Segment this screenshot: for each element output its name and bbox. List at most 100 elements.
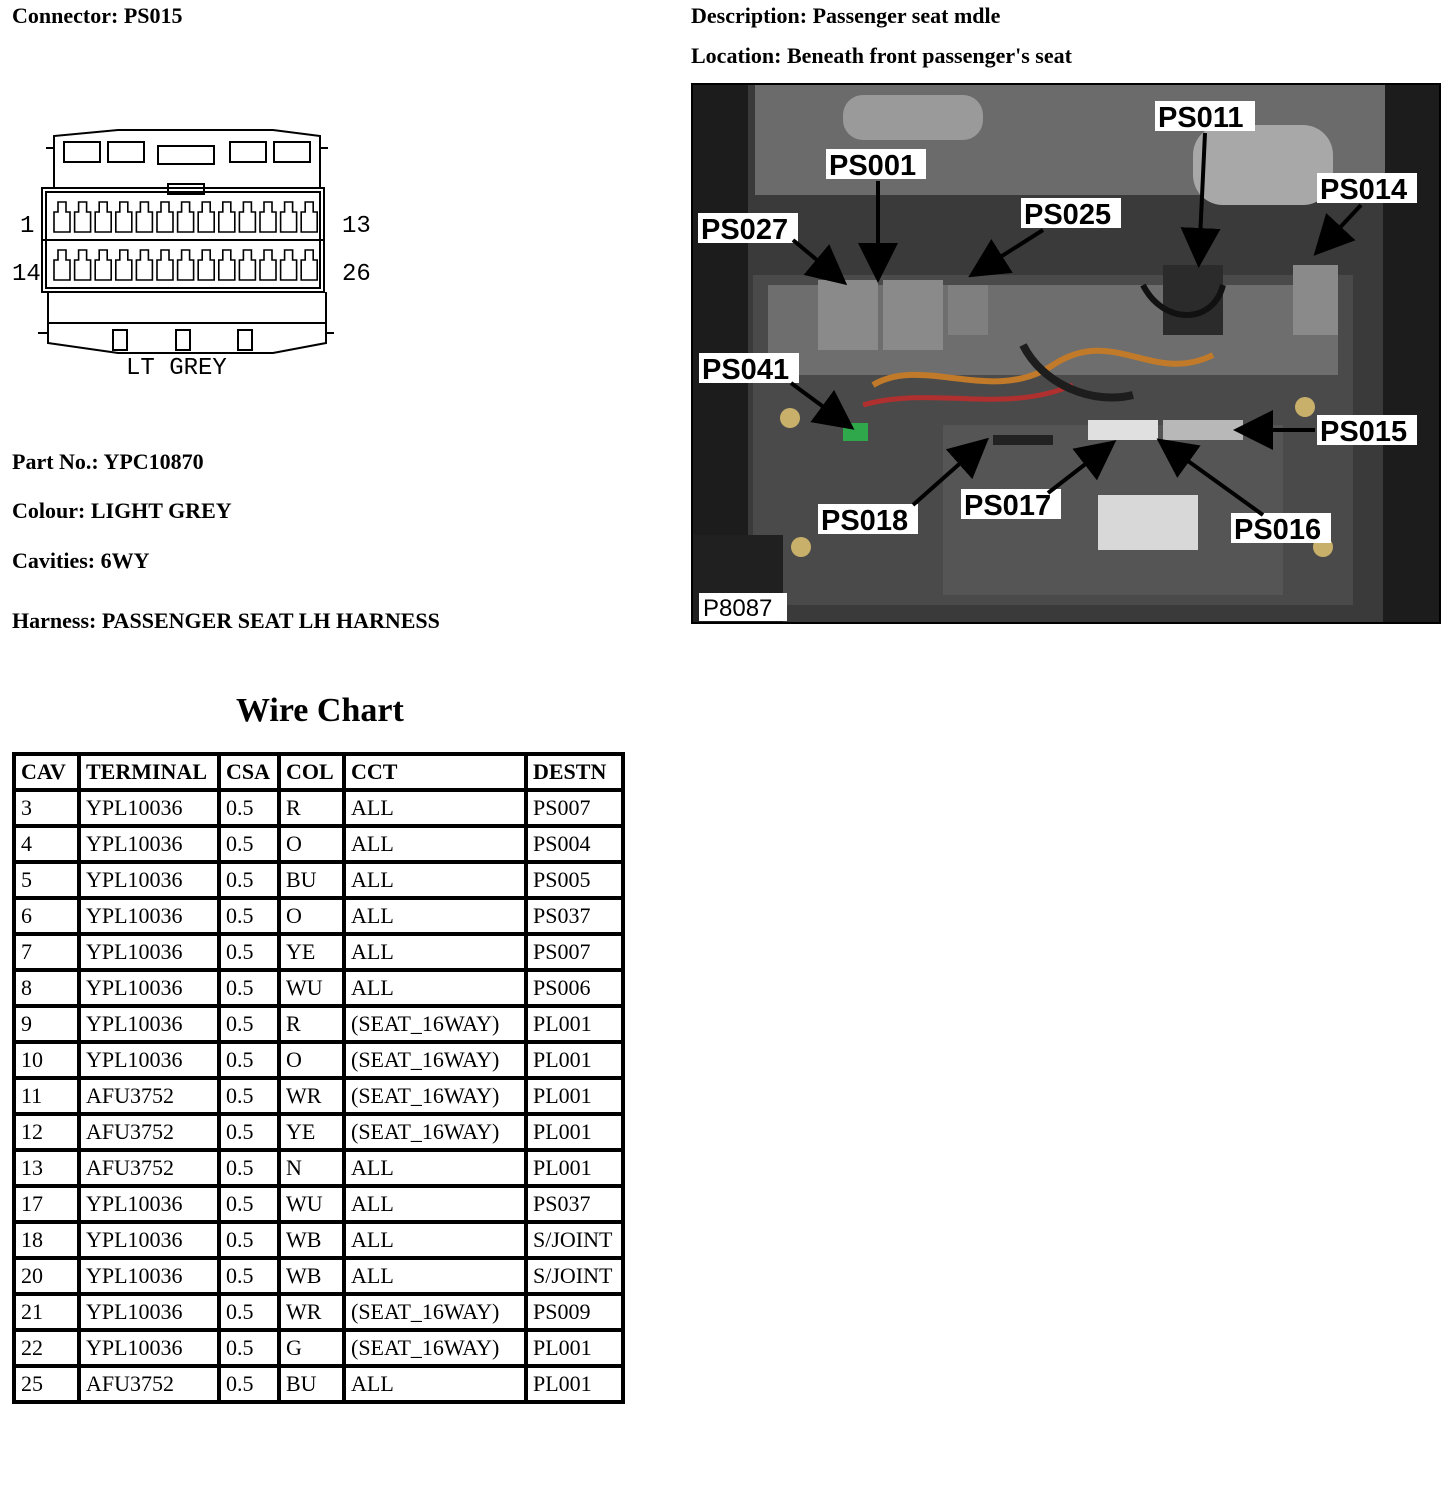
table-cell: PS004: [528, 828, 621, 860]
table-cell: S/JOINT: [528, 1260, 621, 1292]
table-cell: PS006: [528, 972, 621, 1004]
table-cell: 0.5: [221, 1188, 277, 1220]
cavity: [176, 201, 195, 233]
column-header-cct: CCT: [346, 756, 524, 788]
table-cell: 20: [16, 1260, 77, 1292]
table-cell: YPL10036: [81, 1296, 217, 1328]
table-cell: 12: [16, 1116, 77, 1148]
pin-label-14: 14: [12, 261, 41, 288]
table-cell: 0.5: [221, 1224, 277, 1256]
callout-ps018: PS018: [821, 505, 908, 537]
table-cell: (SEAT_16WAY): [346, 1044, 524, 1076]
table-cell: YPL10036: [81, 864, 217, 896]
table-cell: O: [281, 900, 342, 932]
table-cell: 0.5: [221, 864, 277, 896]
cavity: [156, 249, 174, 281]
table-cell: (SEAT_16WAY): [346, 1332, 524, 1364]
pin-label-13: 13: [342, 213, 371, 240]
table-cell: 11: [16, 1080, 77, 1112]
table-cell: WU: [281, 1188, 342, 1220]
cavity: [218, 249, 236, 281]
callout-ps001: PS001: [829, 150, 916, 182]
cavity: [197, 249, 215, 281]
table-cell: AFU3752: [81, 1368, 217, 1400]
table-cell: YPL10036: [81, 1188, 217, 1220]
cavity: [53, 201, 71, 233]
table-cell: 10: [16, 1044, 77, 1076]
table-cell: PL001: [528, 1368, 621, 1400]
cavity: [94, 201, 112, 233]
table-cell: PS007: [528, 792, 621, 824]
description-value: Passenger seat mdle: [812, 3, 1001, 28]
wire-chart-title: Wire Chart: [236, 692, 404, 729]
cavity: [238, 201, 257, 233]
cavity: [115, 249, 133, 281]
table-cell: ALL: [346, 900, 524, 932]
table-cell: ALL: [346, 1260, 524, 1292]
column-header-csa: CSA: [221, 756, 277, 788]
table-cell: YPL10036: [81, 792, 217, 824]
callout-ps014: PS014: [1320, 174, 1407, 206]
cavity: [300, 249, 318, 281]
cavity-row-bottom: [53, 249, 318, 281]
table-cell: 0.5: [221, 792, 277, 824]
table-cell: R: [281, 1008, 342, 1040]
cavity: [156, 201, 174, 233]
table-cell: WU: [281, 972, 342, 1004]
table-cell: ALL: [346, 864, 524, 896]
table-cell: PL001: [528, 1044, 621, 1076]
table-cell: 8: [16, 972, 77, 1004]
table-cell: 0.5: [221, 972, 277, 1004]
table-cell: ALL: [346, 1224, 524, 1256]
column-header-terminal: TERMINAL: [81, 756, 217, 788]
table-cell: ALL: [346, 936, 524, 968]
table-cell: 3: [16, 792, 77, 824]
table-cell: AFU3752: [81, 1116, 217, 1148]
cavity: [300, 201, 318, 233]
column-header-col: COL: [281, 756, 342, 788]
cavity: [135, 249, 154, 281]
cavity: [176, 249, 195, 281]
cavity: [238, 249, 257, 281]
connector-id: PS015: [123, 3, 183, 28]
callout-ps011: PS011: [1158, 102, 1243, 134]
table-cell: 4: [16, 828, 77, 860]
colour-value: LIGHT GREY: [90, 498, 232, 523]
table-cell: AFU3752: [81, 1152, 217, 1184]
table-cell: 0.5: [221, 1044, 277, 1076]
table-cell: YPL10036: [81, 1260, 217, 1292]
description-label: Description: Passenger seat mdle: [691, 3, 1001, 28]
table-cell: S/JOINT: [528, 1224, 621, 1256]
table-cell: (SEAT_16WAY): [346, 1080, 524, 1112]
cavity: [279, 249, 298, 281]
photo-illustration: PS001 PS011 PS014 PS027 PS025 PS041 PS01…: [693, 85, 1439, 622]
cavity: [53, 249, 71, 281]
table-cell: YPL10036: [81, 1008, 217, 1040]
table-cell: WR: [281, 1080, 342, 1112]
table-cell: YPL10036: [81, 972, 217, 1004]
callout-ps016: PS016: [1234, 514, 1321, 546]
table-cell: PS009: [528, 1296, 621, 1328]
callout-ps025: PS025: [1024, 199, 1111, 231]
callout-ps017: PS017: [964, 490, 1051, 522]
table-cell: WB: [281, 1260, 342, 1292]
table-cell: PS037: [528, 1188, 621, 1220]
table-cell: 0.5: [221, 1260, 277, 1292]
table-cell: YE: [281, 1116, 342, 1148]
cavity: [259, 201, 277, 233]
location-value: Beneath front passenger's seat: [786, 43, 1072, 68]
table-cell: 0.5: [221, 1116, 277, 1148]
table-cell: 21: [16, 1296, 77, 1328]
table-cell: WR: [281, 1296, 342, 1328]
table-cell: 0.5: [221, 936, 277, 968]
callout-ps041: PS041: [702, 354, 789, 386]
colour-label: Colour: LIGHT GREY: [12, 498, 232, 523]
